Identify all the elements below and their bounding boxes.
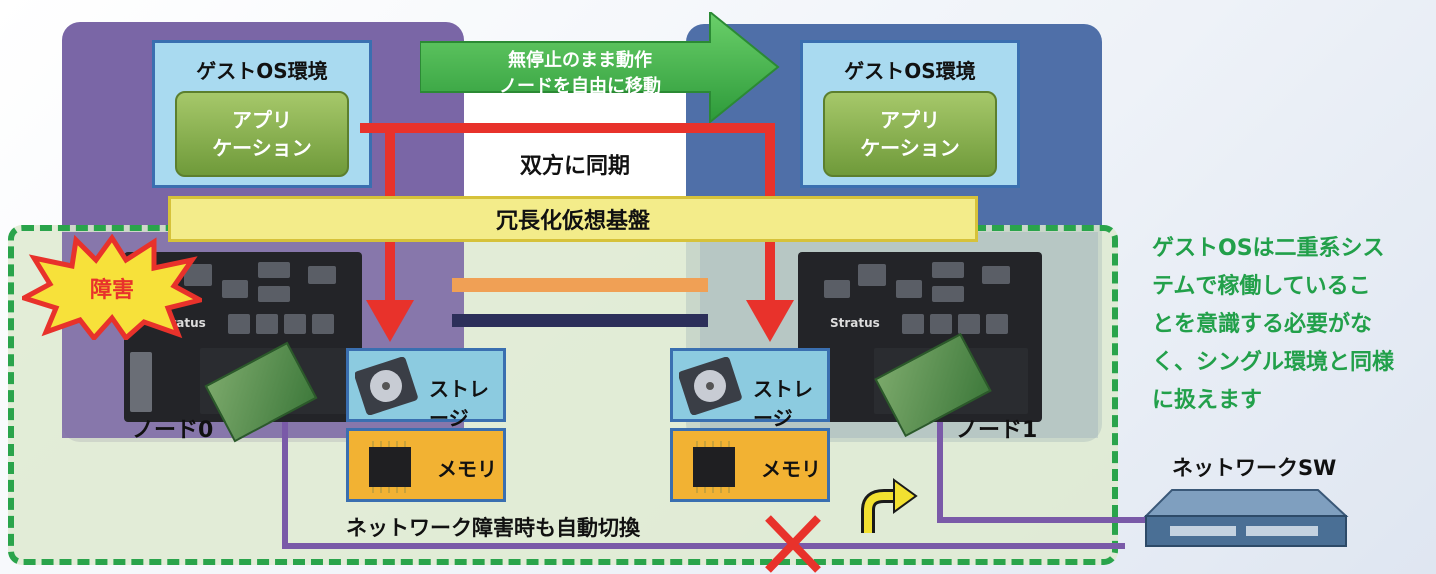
node0-memory: メモリ — [346, 428, 506, 502]
node1-storage: ストレージ — [670, 348, 830, 430]
migration-text: 無停止のまま動作 ノードを自由に移動 — [470, 48, 690, 100]
node0-label: ノード0 — [132, 418, 214, 443]
node0-app-line2: ケーション — [212, 136, 312, 160]
side-note-line: に扱えます — [1152, 388, 1263, 413]
node1-guest-os: ゲストOS環境 アプリ ケーション — [800, 40, 1020, 188]
node1-application: アプリ ケーション — [823, 91, 997, 177]
node1-label: ノード1 — [956, 418, 1038, 443]
node1-guest-title: ゲストOS環境 — [844, 59, 976, 83]
migration-arrow — [420, 12, 780, 124]
hard-disk-icon — [355, 357, 418, 415]
failure-burst-icon — [22, 234, 202, 340]
node1-app-line2: ケーション — [860, 136, 960, 160]
node1-brand: Stratus — [830, 316, 880, 330]
memory-chip-icon — [369, 441, 411, 493]
redundant-platform-bar: 冗長化仮想基盤 — [168, 196, 978, 242]
hard-disk-icon — [679, 357, 742, 415]
node0-guest-os: ゲストOS環境 アプリ ケーション — [152, 40, 372, 188]
side-note-line: テムで稼働しているこ — [1152, 274, 1371, 299]
node0-guest-title: ゲストOS環境 — [196, 59, 328, 83]
node1-storage-label: ストレージ — [753, 377, 813, 430]
network-failover-label: ネットワーク障害時も自動切換 — [346, 516, 640, 540]
node0-memory-label: メモリ — [437, 457, 497, 481]
side-note-line: く、シングル環境と同様 — [1152, 350, 1395, 375]
node1-app-line1: アプリ — [880, 108, 940, 132]
migration-line2: ノードを自由に移動 — [499, 76, 661, 97]
node0-app-line1: アプリ — [232, 108, 292, 132]
node0-storage: ストレージ — [346, 348, 506, 430]
side-note-line: とを意識する必要がな — [1152, 312, 1373, 337]
failure-label: 障害 — [89, 278, 134, 303]
side-note-line: ゲストOSは二重系シス — [1152, 236, 1385, 261]
node0-storage-label: ストレージ — [429, 377, 489, 430]
side-note: ゲストOSは二重系シス テムで稼働しているこ とを意識する必要がな く、シングル… — [1152, 230, 1394, 420]
node1-server: Stratus — [798, 252, 1042, 422]
node1-memory-label: メモリ — [761, 457, 821, 481]
memory-chip-icon — [693, 441, 735, 493]
migration-line1: 無停止のまま動作 — [508, 50, 652, 71]
node1-memory: メモリ — [670, 428, 830, 502]
node0-application: アプリ ケーション — [175, 91, 349, 177]
sync-label: 双方に同期 — [519, 154, 630, 179]
redundant-platform-label: 冗長化仮想基盤 — [495, 209, 650, 234]
network-switch-label: ネットワークSW — [1172, 456, 1337, 480]
network-switch-icon — [1143, 489, 1349, 547]
